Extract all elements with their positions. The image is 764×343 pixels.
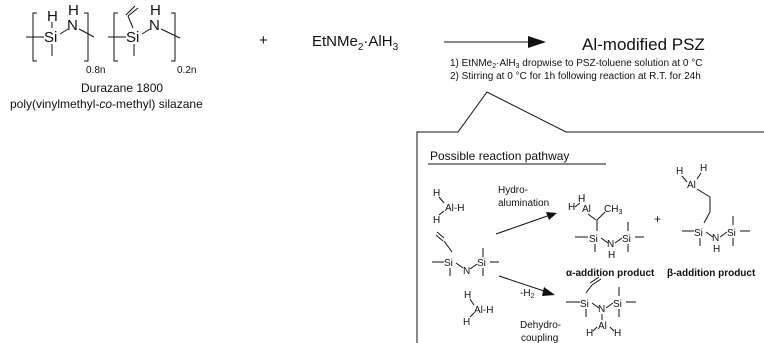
reaction-arrow xyxy=(444,36,546,48)
product-label: Al-modified PSZ xyxy=(582,35,705,54)
subscript-0-2n: 0.2n xyxy=(177,65,196,76)
svg-text:CH3: CH3 xyxy=(604,204,622,216)
svg-text:H: H xyxy=(608,250,615,261)
svg-text:N: N xyxy=(607,239,614,250)
svg-text:H: H xyxy=(433,215,440,226)
reagent-formula: EtNMe2·AlH3 xyxy=(312,33,399,53)
svg-text:Si: Si xyxy=(613,299,622,310)
svg-text:N: N xyxy=(712,233,719,244)
svg-text:Al: Al xyxy=(687,180,696,191)
svg-text:H: H xyxy=(578,194,585,205)
svg-text:H: H xyxy=(568,202,575,213)
svg-text:H: H xyxy=(676,166,683,177)
beta-addition-product: H H Al Si N H Si xyxy=(676,163,750,255)
dehydrocoupling-product: Si N Si Al H H xyxy=(566,276,636,339)
svg-text:Si: Si xyxy=(477,258,486,269)
alh3-top: H Al-H H xyxy=(433,188,464,226)
svg-text:Si: Si xyxy=(622,234,631,245)
atom-si-1: Si xyxy=(44,29,57,46)
dehydrocoupling-arrow xyxy=(498,275,555,296)
svg-text:N: N xyxy=(598,304,605,315)
svg-text:Si: Si xyxy=(589,234,598,245)
beta-addition-label: β-addition product xyxy=(667,268,756,279)
svg-text:Al: Al xyxy=(598,321,607,332)
svg-text:Si: Si xyxy=(694,228,703,239)
svg-text:H: H xyxy=(464,290,471,301)
atom-h-n-1: H xyxy=(68,2,79,19)
vinyl-silazane-reactant: Si N Si xyxy=(432,231,499,277)
polymer-structure: Si H N H 0.8n Si N H 0.2n Durazane 1800 … xyxy=(10,2,203,111)
svg-text:N: N xyxy=(463,266,470,277)
svg-text:H: H xyxy=(463,317,470,328)
svg-text:Al-H: Al-H xyxy=(474,305,493,316)
hydroalumination-label-1: Hydro- xyxy=(498,185,528,196)
svg-text:H: H xyxy=(713,244,720,255)
polymer-description: poly(vinylmethyl-co-methyl) silazane xyxy=(10,97,203,111)
dehydrocoupling-label-1: Dehydro- xyxy=(520,320,561,331)
plus-sign-main: + xyxy=(259,32,268,49)
plus-sign-products: + xyxy=(654,212,661,226)
hydroalumination-label-2: alumination xyxy=(498,198,549,209)
subscript-0-8n: 0.8n xyxy=(86,65,105,76)
polymer-name: Durazane 1800 xyxy=(81,81,163,95)
svg-text:H: H xyxy=(433,188,440,199)
svg-text:H: H xyxy=(614,328,621,339)
atom-h-n-2: H xyxy=(150,2,161,19)
atom-si-2: Si xyxy=(126,29,139,46)
svg-text:Al-H: Al-H xyxy=(445,203,464,214)
hydroalumination-arrow xyxy=(495,212,557,235)
alpha-addition-product: H H Al CH3 Si N H Si xyxy=(568,194,644,261)
atom-n-2: N xyxy=(149,17,160,34)
minus-h2-label: -H2 xyxy=(520,288,535,300)
pathway-title: Possible reaction pathway xyxy=(430,149,569,163)
condition-step-2: 2) Stirring at 0 °C for 1h following rea… xyxy=(450,71,701,82)
dehydrocoupling-label-2: coupling xyxy=(521,333,558,343)
condition-step-1: 1) EtNMe2·AlH3 dropwise to PSZ-toluene s… xyxy=(450,58,702,70)
atom-n-1: N xyxy=(67,17,78,34)
pathway-callout xyxy=(416,91,764,343)
svg-text:Si: Si xyxy=(444,258,453,269)
svg-text:Al: Al xyxy=(582,204,591,215)
svg-text:Si: Si xyxy=(727,228,736,239)
alpha-addition-label: α-addition product xyxy=(566,268,655,279)
svg-text:Si: Si xyxy=(580,299,589,310)
svg-text:H: H xyxy=(700,163,707,174)
svg-text:H: H xyxy=(586,328,593,339)
alh3-bottom: H Al-H H xyxy=(463,290,493,328)
atom-h-si-1: H xyxy=(47,8,58,25)
